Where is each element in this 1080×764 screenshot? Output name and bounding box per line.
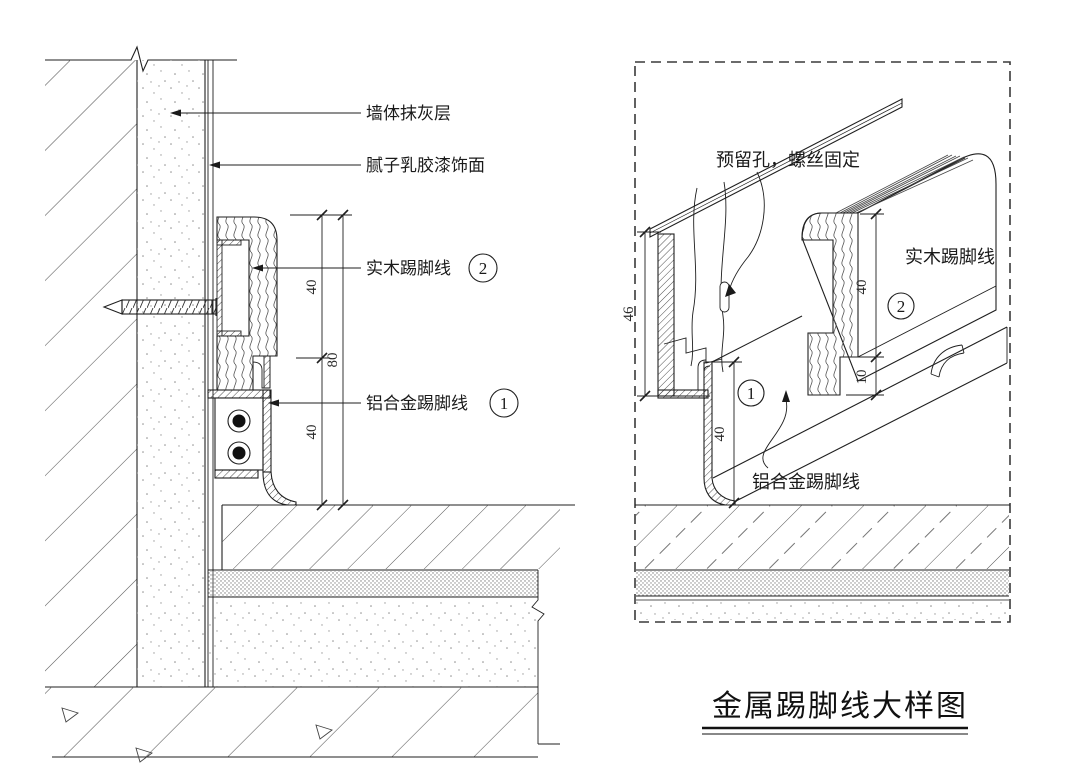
label-aluminum-skirting-right: 铝合金踢脚线 — [752, 472, 860, 492]
svg-text:1: 1 — [747, 384, 756, 403]
aluminum-skirting-profile — [207, 389, 297, 506]
left-dimensions — [290, 209, 352, 511]
wood-notch-step — [857, 285, 997, 358]
anchor-screw — [102, 298, 217, 316]
concrete-triangle-symbols — [61, 707, 333, 763]
screw-shaft — [121, 299, 217, 315]
screw-slot-hole — [719, 281, 730, 313]
detail-dashed-border — [634, 61, 1011, 623]
web-break-wave-1 — [690, 187, 698, 367]
drawing-title: 金属踢脚线大样图 — [712, 690, 968, 723]
left-section-view: 40 40 80 墙体抹灰层 腻子乳胶漆饰面 实木踢脚线 铝合金踢脚线 2 — [45, 45, 575, 763]
channel-section-bar — [657, 233, 675, 397]
fixing-screw-bottom — [227, 441, 251, 465]
wood-section-c — [801, 212, 859, 396]
right-concrete-band — [636, 601, 1009, 620]
right-floor — [635, 504, 1010, 620]
svg-text:2: 2 — [479, 259, 488, 278]
title-block: 金属踢脚线大样图 — [702, 690, 968, 735]
label-aluminum-skirting-left: 铝合金踢脚线 — [366, 394, 468, 413]
svg-text:2: 2 — [897, 297, 906, 316]
plaster-layer — [137, 60, 205, 687]
mortar-layer — [208, 571, 538, 597]
callout-aluminum-left: 1 — [489, 388, 519, 418]
wood-skirting-iso — [801, 153, 997, 396]
svg-text:1: 1 — [500, 394, 509, 413]
aluminum-skirting-iso — [703, 315, 1008, 506]
dim-notch-10: 10 — [854, 370, 870, 385]
right-floor-tile — [636, 505, 1009, 569]
aluminum-hook-clip — [252, 355, 271, 389]
concrete-screed-layer — [208, 598, 538, 687]
aluminum-bottom-flange — [214, 469, 259, 479]
web-break-wave-2 — [720, 181, 727, 373]
floor-construction — [45, 504, 575, 763]
fixing-screw-top — [227, 409, 251, 433]
aluminum-far-foot-curve — [930, 344, 965, 378]
dim-upper-40: 40 — [304, 280, 320, 295]
layer-break-edge — [531, 570, 545, 687]
wood-grain-lines — [835, 154, 974, 214]
callout-wood-right: 2 — [887, 292, 915, 320]
channel-bottom-flange — [657, 389, 709, 399]
floor-tile-layer — [222, 505, 560, 569]
label-putty-paint: 腻子乳胶漆饰面 — [366, 156, 485, 175]
label-wood-skirting-right: 实木踢脚线 — [905, 247, 995, 267]
dim-total-80: 80 — [325, 353, 341, 368]
dim-wood-40: 40 — [854, 280, 870, 295]
dim-lower-40: 40 — [304, 425, 320, 440]
dim-channel-46: 46 — [621, 306, 637, 322]
aluminum-foot-curve — [262, 471, 297, 506]
label-plaster: 墙体抹灰层 — [366, 104, 451, 123]
left-leaders — [170, 109, 361, 407]
aluminum-front-face — [262, 389, 272, 473]
aluminum-top-flange — [207, 389, 271, 399]
left-dimension-texts: 40 40 80 — [304, 280, 341, 440]
right-isometric-view: 46 40 40 10 预留孔，螺丝固定 实木踢脚线 铝合金踢脚线 2 1 — [621, 61, 1011, 623]
right-mortar-band — [636, 571, 1009, 596]
callout-aluminum-right: 1 — [737, 379, 765, 407]
right-dimensions — [637, 208, 884, 509]
aluminum-channel — [216, 239, 242, 337]
wall-brick-hatch — [45, 60, 137, 687]
structural-slab-hatch — [45, 687, 538, 757]
right-leaders — [725, 171, 790, 469]
label-screw-note: 预留孔，螺丝固定 — [716, 150, 860, 170]
label-wood-skirting-left: 实木踢脚线 — [366, 259, 451, 278]
dim-aluminum-40: 40 — [712, 427, 728, 442]
callout-wood-left: 2 — [468, 253, 498, 283]
